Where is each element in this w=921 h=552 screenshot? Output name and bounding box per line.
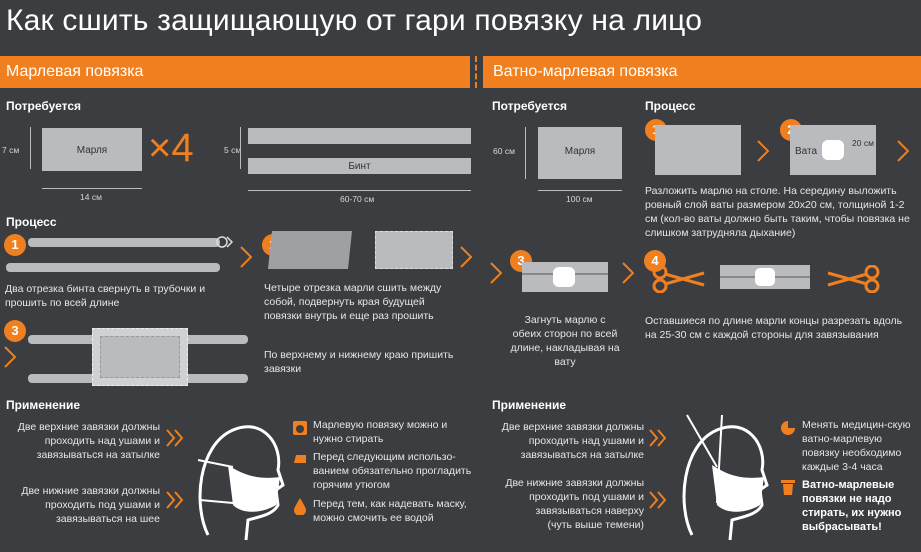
chevron-right-icon xyxy=(757,140,769,162)
left-step-1-text: Два отрезка бинта свернуть в трубочки и … xyxy=(5,283,206,309)
right-gauze-height: 60 см xyxy=(493,146,515,156)
washing-machine-icon xyxy=(293,421,307,435)
right-step-1-2-text: Разложить марлю на столе. На середину вы… xyxy=(645,185,910,239)
bandage-tube-1 xyxy=(28,238,220,247)
right-need-heading: Потребуется xyxy=(492,99,568,113)
right-use-top: Две верхние завязки должны проходить над… xyxy=(501,421,644,461)
gauze-height-line xyxy=(30,127,31,169)
left-step-2-text: Четыре отрезка марли сшить между собой, … xyxy=(264,282,442,322)
trash-bin-icon xyxy=(781,480,795,495)
cotton-pad xyxy=(822,140,844,160)
water-drop-icon xyxy=(294,498,306,515)
chevron-right-icon xyxy=(460,246,472,268)
right-tip-1: Менять медицин-скую ватно-марлевую повяз… xyxy=(802,419,911,473)
double-chevron-icon xyxy=(166,491,184,509)
section-band-gauze: Марлевая повязка xyxy=(0,56,470,88)
page-title: Как сшить защищающую от гари повязку на … xyxy=(6,4,703,37)
chevron-right-icon xyxy=(4,346,16,368)
times-four: ×4 xyxy=(148,126,194,170)
bandage-strip-1 xyxy=(248,128,471,144)
head-with-cotton-mask-icon xyxy=(682,414,769,541)
gauze-height: 7 см xyxy=(2,145,20,155)
left-process-heading: Процесс xyxy=(6,215,57,229)
right-gauze-width-line xyxy=(538,190,622,191)
double-chevron-icon xyxy=(649,429,667,447)
bandage-label: Бинт xyxy=(348,161,371,172)
cotton-size: 20 см xyxy=(852,138,874,148)
finished-mask-inner xyxy=(100,336,180,378)
left-tip-2: Перед следующим использо-ванием обязател… xyxy=(313,451,472,491)
bandage-width-line xyxy=(248,190,471,191)
gauze-stack xyxy=(268,231,352,269)
chevron-right-icon xyxy=(897,140,909,162)
roll-arrow-icon xyxy=(216,236,234,248)
right-process-heading: Процесс xyxy=(645,99,696,113)
bandage-height: 5 см xyxy=(224,145,242,155)
scissors-icon xyxy=(827,265,880,293)
bandage-strip-2 xyxy=(248,158,471,174)
bandage-tube-2 xyxy=(6,263,220,272)
left-tip-3: Перед тем, как надевать маску, можно смо… xyxy=(313,498,467,524)
scissors-icon xyxy=(652,265,705,293)
head-with-mask-icon xyxy=(197,425,285,541)
right-gauze-height-line xyxy=(525,127,526,179)
double-chevron-icon xyxy=(166,429,184,447)
right-step-1-gauze xyxy=(655,125,741,175)
section-band-cotton-gauze: Ватно-марлевая повязка xyxy=(483,56,921,88)
section-divider xyxy=(475,56,477,88)
right-use-bottom: Две нижние завязки должны проходить под … xyxy=(505,477,644,517)
right-use-bottom-note: (чуть выше темени) xyxy=(547,519,644,531)
clock-icon xyxy=(781,421,795,435)
gauze-width-line xyxy=(42,188,142,189)
left-need-heading: Потребуется xyxy=(6,99,82,113)
iron-icon xyxy=(294,455,306,463)
left-step-3-text: По верхнему и нижнему краю пришить завяз… xyxy=(264,349,454,375)
left-use-bottom: Две нижние завязки должны проходить под … xyxy=(21,485,160,525)
right-step-3-text: Загнуть марлю с обеих сторон по всей дли… xyxy=(510,314,620,368)
double-chevron-icon xyxy=(649,491,667,509)
cotton-label: Вата xyxy=(794,146,818,157)
gauze-width: 14 см xyxy=(80,192,102,202)
bandage-height-line xyxy=(240,127,241,169)
left-step-3-number: 3 xyxy=(4,320,26,342)
sewn-gauze xyxy=(375,231,453,269)
right-gauze-width: 100 см xyxy=(566,194,593,204)
left-tip-1: Марлевую повязку можно и нужно стирать xyxy=(313,419,448,445)
right-use-heading: Применение xyxy=(492,398,567,412)
left-use-heading: Применение xyxy=(6,398,81,412)
gauze-label: Марля xyxy=(76,145,108,156)
left-step-1-number: 1 xyxy=(4,234,26,256)
right-gauze-piece xyxy=(538,127,622,179)
right-gauze-label: Марля xyxy=(564,146,596,157)
bandage-width: 60-70 см xyxy=(340,194,375,204)
right-tip-2: Ватно-марлевые повязки не надо стирать, … xyxy=(802,479,902,533)
cut-cotton xyxy=(755,268,775,286)
left-use-top: Две верхние завязки должны проходить над… xyxy=(17,421,160,461)
chevron-right-icon xyxy=(622,262,634,284)
gauze-piece xyxy=(42,128,142,171)
folded-cotton xyxy=(553,267,575,287)
chevron-right-icon xyxy=(240,246,252,268)
right-step-4-text: Оставшиеся по длине марли концы разрезат… xyxy=(645,315,903,341)
chevron-right-icon xyxy=(490,262,502,284)
